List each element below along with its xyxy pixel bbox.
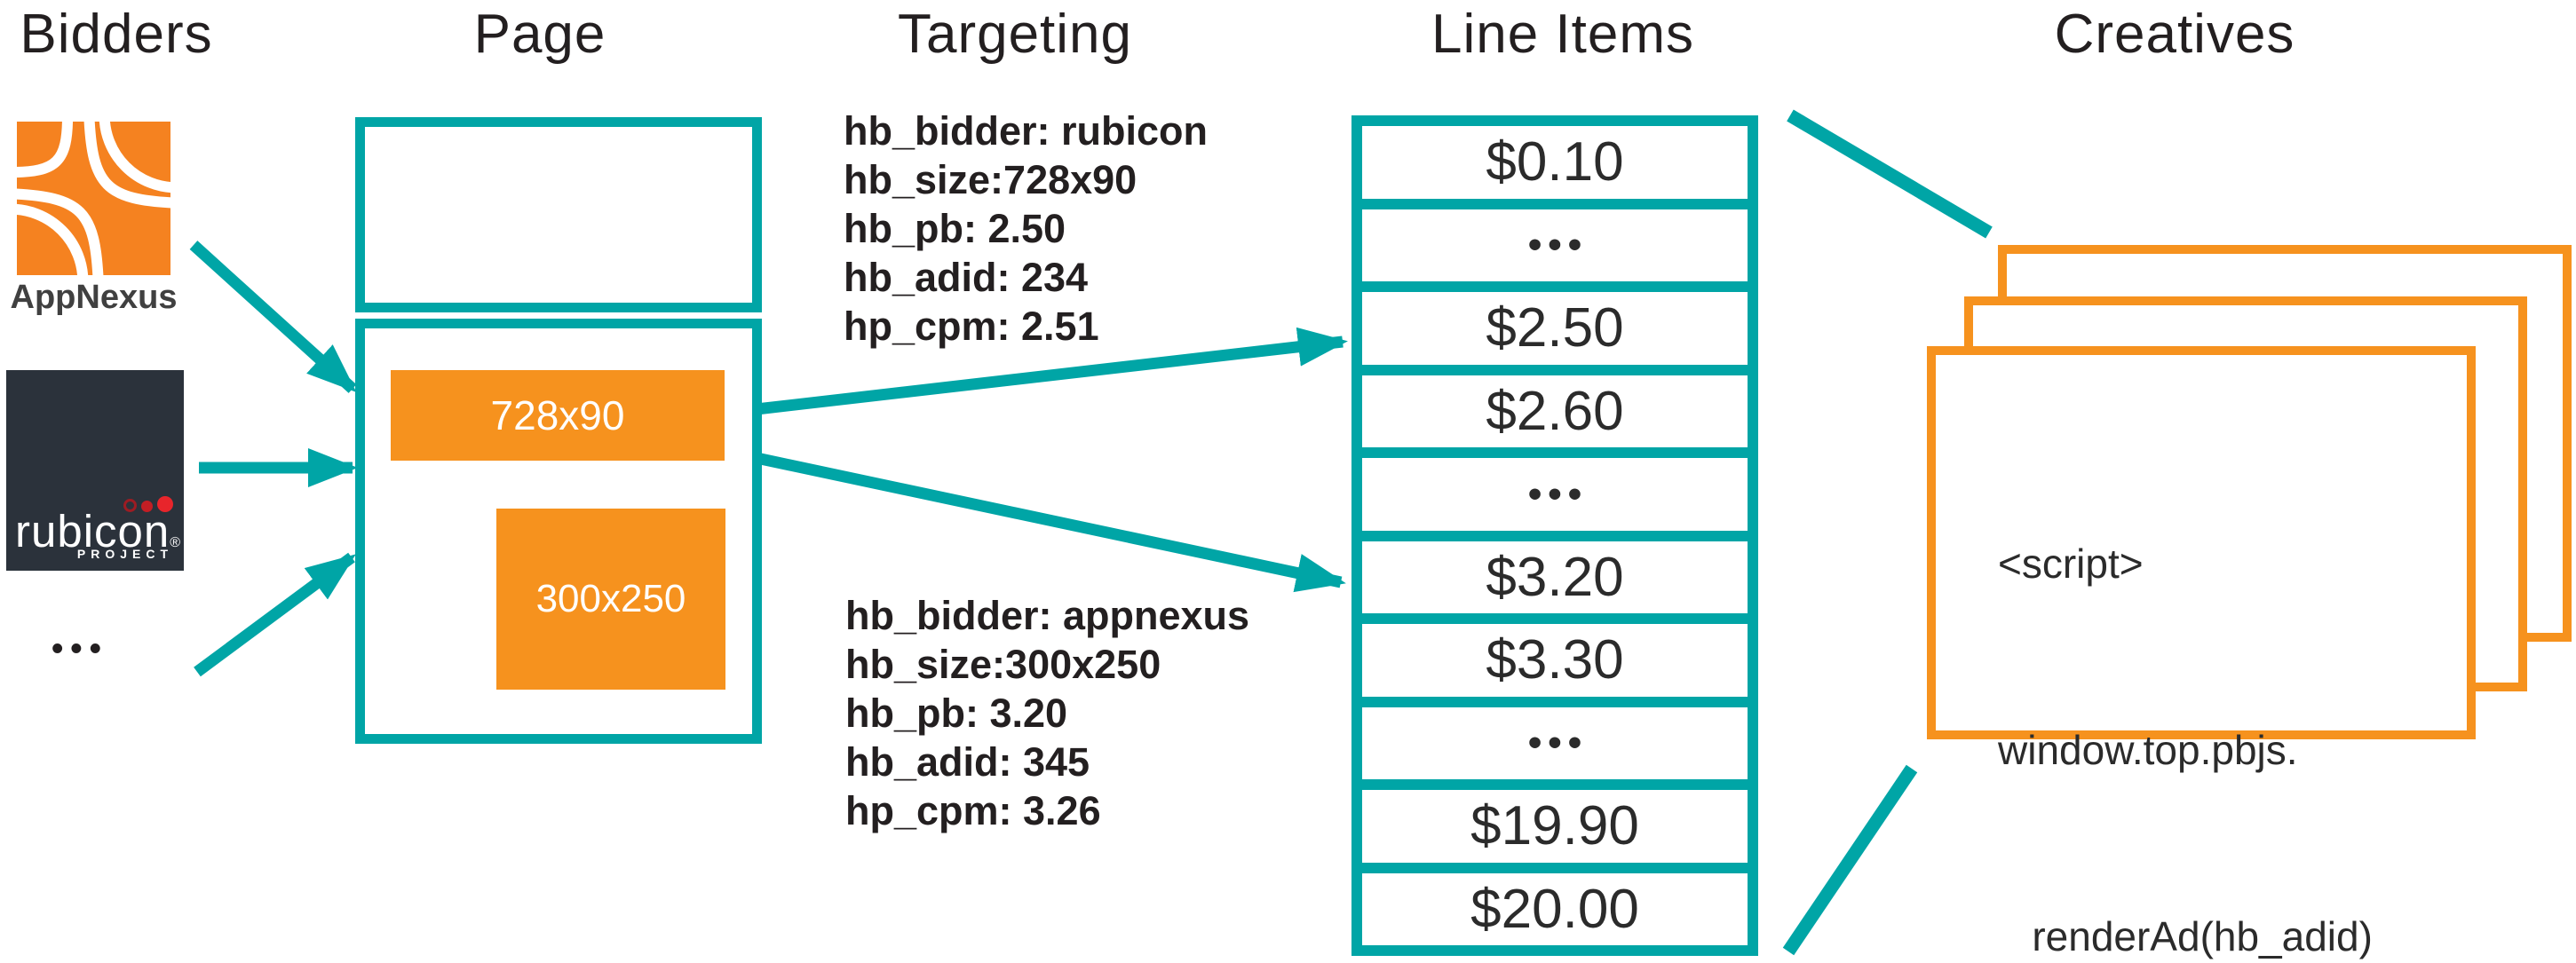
line-item-row: $2.50 — [1362, 292, 1748, 365]
arrow-page-to-lineitem-320 — [755, 452, 1346, 593]
line-item-row: $19.90 — [1362, 790, 1748, 863]
column-title-line-items: Line Items — [1431, 4, 1695, 65]
rubicon-wordmark: rubicon® — [15, 505, 184, 557]
line-items-table: $0.10 ••• $2.50 $2.60 ••• $3.20 $3.30 ••… — [1351, 115, 1758, 956]
targeting-line: hb_size:300x250 — [845, 642, 1161, 687]
targeting-line: hp_cpm: 3.26 — [845, 788, 1101, 833]
targeting-block-appnexus: hb_bidder: appnexus hb_size:300x250 hb_p… — [845, 591, 1249, 835]
targeting-line: hb_pb: 3.20 — [845, 691, 1068, 736]
arrow-appnexus-to-page — [189, 241, 357, 393]
connector-lineitems-bottom-to-creatives — [1782, 764, 1918, 956]
targeting-line: hp_cpm: 2.51 — [844, 304, 1099, 349]
appnexus-logo — [16, 122, 171, 275]
page-header-region — [355, 117, 762, 312]
creative-script-code: <script> window.top.pbjs. renderAd(hb_ad… — [1998, 408, 2373, 963]
arrow-page-to-lineitem-250 — [756, 327, 1348, 415]
line-item-row: $0.10 — [1362, 126, 1748, 199]
code-line: <script> — [1998, 541, 2144, 587]
rubicon-wordmark-text: rubicon — [15, 506, 170, 556]
line-item-row-ellipsis: ••• — [1362, 706, 1748, 779]
targeting-line: hb_adid: 345 — [845, 739, 1090, 785]
creative-card-front: <script> window.top.pbjs. renderAd(hb_ad… — [1927, 346, 2476, 959]
targeting-line: hb_size:728x90 — [844, 157, 1137, 202]
line-item-row: $3.20 — [1362, 541, 1748, 613]
more-bidders-ellipsis: ••• — [52, 630, 108, 667]
rubicon-dot-small — [141, 501, 153, 512]
column-title-page: Page — [473, 4, 606, 65]
column-title-targeting: Targeting — [897, 4, 1133, 65]
ad-slot-728x90: 728x90 — [391, 370, 725, 461]
ad-slot-300x250: 300x250 — [496, 509, 725, 690]
targeting-block-rubicon: hb_bidder: rubicon hb_size:728x90 hb_pb:… — [844, 107, 1208, 351]
line-item-row-ellipsis: ••• — [1362, 209, 1748, 281]
targeting-line: hb_pb: 2.50 — [844, 206, 1066, 251]
rubicon-project-text: PROJECT — [76, 547, 173, 561]
rubicon-dot-large — [157, 496, 173, 512]
targeting-line: hb_adid: 234 — [844, 255, 1089, 300]
rubicon-logo: rubicon® PROJECT — [6, 370, 184, 571]
code-line: window.top.pbjs. — [1998, 727, 2298, 773]
connector-lineitems-top-to-creatives — [1787, 109, 1993, 239]
arrow-otherbidders-to-page — [194, 552, 356, 677]
line-item-row-ellipsis: ••• — [1362, 458, 1748, 531]
rubicon-dot-outline — [123, 499, 137, 512]
targeting-line: hb_bidder: appnexus — [845, 593, 1250, 638]
appnexus-label: AppNexus — [10, 279, 178, 316]
rubicon-logo-dots — [123, 496, 173, 512]
code-line: renderAd(hb_adid) — [1998, 913, 2373, 959]
column-title-bidders: Bidders — [20, 4, 213, 65]
registered-trademark-symbol: ® — [170, 535, 182, 550]
line-item-row: $20.00 — [1362, 872, 1748, 945]
column-title-creatives: Creatives — [2054, 4, 2295, 65]
line-item-row: $3.30 — [1362, 624, 1748, 697]
targeting-line: hb_bidder: rubicon — [844, 108, 1208, 154]
line-item-row: $2.60 — [1362, 375, 1748, 447]
